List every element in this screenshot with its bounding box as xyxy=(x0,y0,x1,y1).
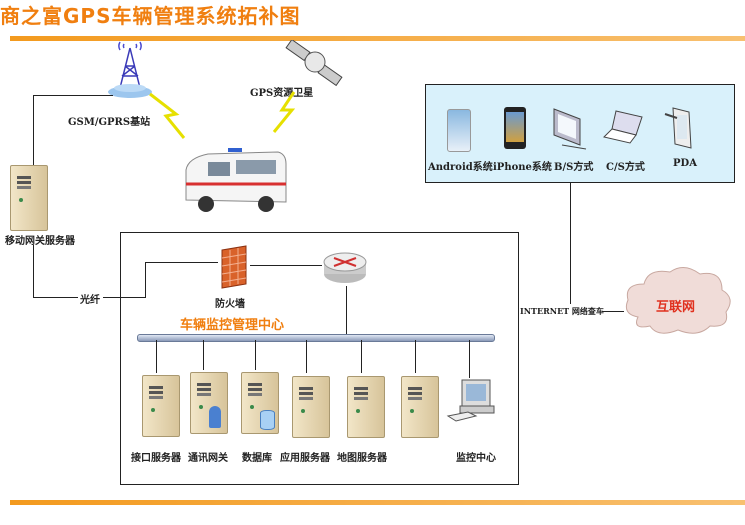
cloud-icon xyxy=(625,267,731,334)
wireless-signal-icon xyxy=(149,92,186,139)
map-server-icon xyxy=(347,376,385,438)
mobile-gateway-label: 移动网关服务器 xyxy=(5,236,75,247)
fiber-label: 光纤 xyxy=(80,295,100,306)
server-label: 数据库 xyxy=(242,453,272,464)
top-divider xyxy=(10,36,745,41)
server-label: 接口服务器 xyxy=(131,453,181,464)
client-label: B/S方式 xyxy=(554,162,594,173)
user-icon xyxy=(209,406,221,428)
server-label: 监控中心 xyxy=(456,453,496,464)
server-label: 通讯网关 xyxy=(188,453,228,464)
router-icon xyxy=(323,252,367,283)
android-phone-icon xyxy=(447,109,471,152)
server-label: 地图服务器 xyxy=(337,453,387,464)
client-label: C/S方式 xyxy=(606,162,645,173)
client-label: Android系统 xyxy=(428,162,493,173)
monitor-workstation-icon xyxy=(446,379,495,422)
center-label: 车辆监控管理中心 xyxy=(180,318,285,333)
app-server-icon xyxy=(292,376,330,438)
page-title: 商之富GPS车辆管理系统拓补图 xyxy=(0,4,301,28)
interface-server-icon xyxy=(142,375,180,437)
desktop-monitor-icon xyxy=(553,108,587,150)
pda-icon xyxy=(664,107,692,149)
satellite-label: GPS资源卫星 xyxy=(250,88,314,99)
monitoring-center-box xyxy=(120,232,519,485)
firewall-icon xyxy=(221,245,247,289)
server-icon xyxy=(401,376,439,438)
firewall-label: 防火墙 xyxy=(215,299,245,310)
server-label: 应用服务器 xyxy=(280,453,330,464)
ambulance-icon xyxy=(185,148,287,212)
client-label: PDA xyxy=(673,158,697,169)
cloud-label: 互联网 xyxy=(656,300,696,315)
database-icon xyxy=(260,410,275,430)
internet-link-label: INTERNET 网络查车 xyxy=(520,306,604,316)
iphone-icon xyxy=(504,107,526,149)
bottom-divider xyxy=(10,500,745,505)
laptop-icon xyxy=(603,110,643,144)
client-label: iPhone系统 xyxy=(493,162,552,173)
network-bus xyxy=(137,334,495,342)
mobile-gateway-server-icon xyxy=(10,165,48,231)
tower-label: GSM/GPRS基站 xyxy=(68,117,151,128)
gps-signal-icon xyxy=(272,91,296,133)
satellite-icon xyxy=(285,40,343,87)
cell-tower-icon xyxy=(108,41,152,98)
